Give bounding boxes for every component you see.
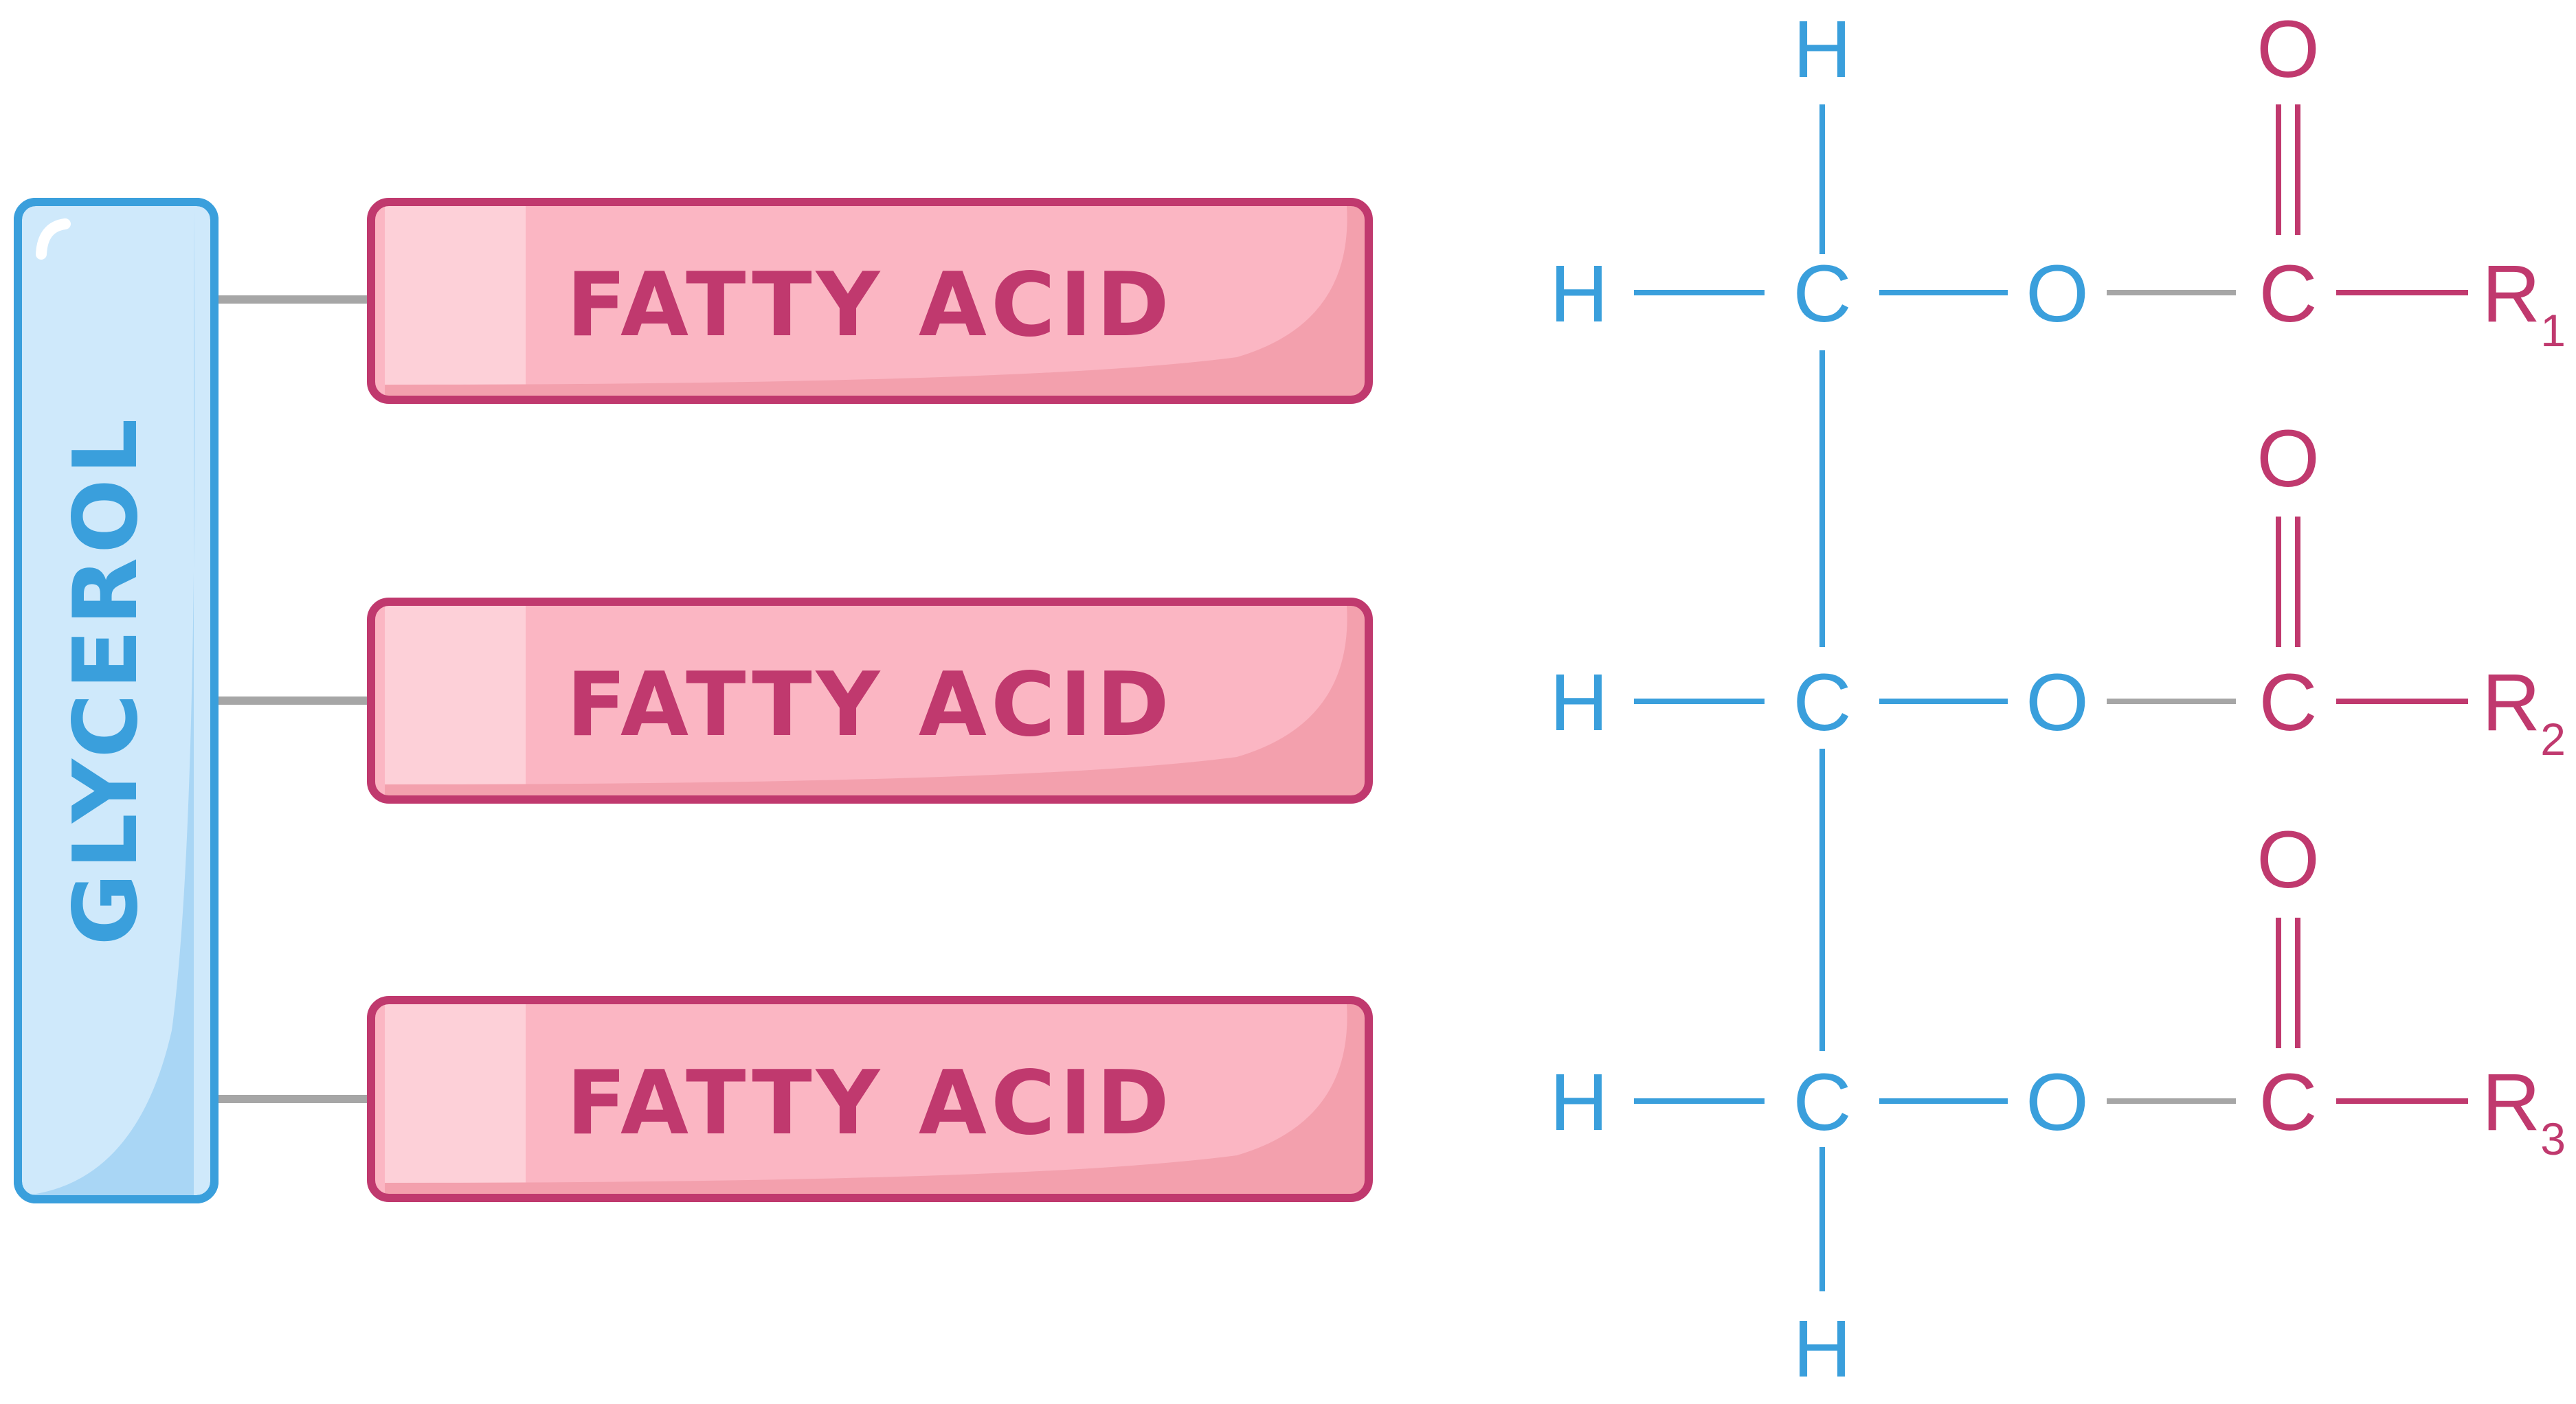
r-group-subscript: 2 xyxy=(2540,714,2566,765)
glycerol-backbone-bonds xyxy=(1634,104,2008,1291)
fatty-acid-label: FATTY ACID xyxy=(566,654,1174,756)
fatty-acid-bonds xyxy=(2276,104,2468,1104)
carbonyl-o: O xyxy=(2256,414,2320,504)
carbonyl-o: O xyxy=(2256,4,2320,95)
atom-h: H xyxy=(1549,249,1608,339)
glycerol-atoms: H H H C O H C O H C O xyxy=(1549,4,2089,1394)
glycerol-links xyxy=(219,295,368,1103)
fatty-acid-block-1: FATTY ACID xyxy=(367,198,1373,404)
fatty-acid-label: FATTY ACID xyxy=(566,1052,1174,1155)
r-group-letter: R xyxy=(2482,249,2540,339)
atom-c: C xyxy=(1793,249,1851,339)
atom-o: O xyxy=(2026,657,2089,748)
r-group-subscript: 1 xyxy=(2540,305,2566,356)
atom-h: H xyxy=(1549,1057,1608,1148)
atom-h-bottom: H xyxy=(1793,1304,1851,1394)
carbonyl-c: C xyxy=(2259,249,2317,339)
carbonyl-o: O xyxy=(2256,815,2320,905)
atom-o: O xyxy=(2026,1057,2089,1148)
fatty-acid-block-2: FATTY ACID xyxy=(367,598,1373,804)
r-group-letter: R xyxy=(2482,1057,2540,1148)
fatty-acid-label: FATTY ACID xyxy=(566,254,1174,356)
r-group: R3 xyxy=(2482,1057,2566,1164)
atom-h: H xyxy=(1549,657,1608,748)
atom-c: C xyxy=(1793,657,1851,748)
atom-o: O xyxy=(2026,249,2089,339)
carbonyl-c: C xyxy=(2259,657,2317,748)
r-group-letter: R xyxy=(2482,657,2540,748)
glycerol-block: GLYCEROL xyxy=(14,198,219,1203)
r-group: R2 xyxy=(2482,657,2566,765)
glycerol-label: GLYCEROL xyxy=(55,414,157,945)
atom-h-top: H xyxy=(1793,4,1851,95)
carbonyl-c: C xyxy=(2259,1057,2317,1148)
r-group-subscript: 3 xyxy=(2540,1113,2566,1164)
ester-bonds xyxy=(2107,290,2236,1104)
r-group: R1 xyxy=(2482,249,2566,356)
fatty-acid-block-3: FATTY ACID xyxy=(367,996,1373,1202)
fatty-acid-atoms: O C R1 O C R2 O C R3 xyxy=(2256,4,2566,1164)
atom-c: C xyxy=(1793,1057,1851,1148)
